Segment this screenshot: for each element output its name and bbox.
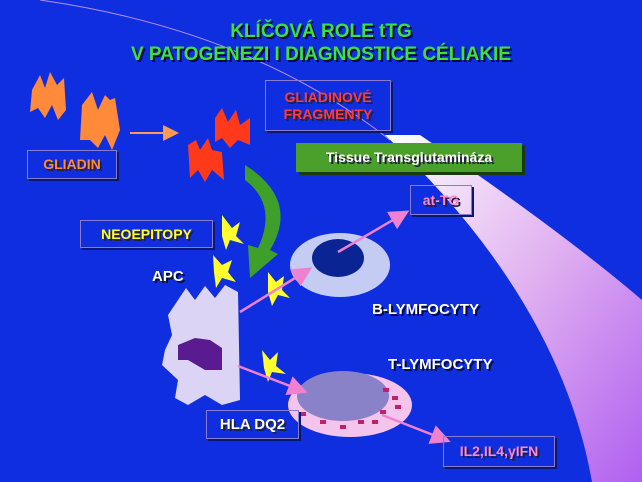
gliadin-molecule: [30, 72, 66, 120]
apc-label: APC: [152, 268, 184, 285]
hla-dq2-label: HLA DQ2: [206, 410, 299, 439]
fragments-line2: FRAGMENTY: [283, 105, 373, 122]
t-lymphocyte-nucleus: [297, 371, 389, 421]
gliadin-fragment: [188, 138, 224, 182]
decorative-arc-line: [39, 0, 391, 141]
arrow-apc-to-t: [237, 364, 308, 395]
cytokines-label: IL2,IL4,γIFN: [443, 436, 555, 467]
arrow-b-to-attg: [337, 210, 410, 254]
apc-nucleus: [178, 338, 222, 370]
lightning-icon: [213, 255, 236, 288]
curved-green-arrow: [245, 165, 281, 278]
fragments-label: GLIADINOVÉ FRAGMENTY: [265, 80, 391, 131]
cytokine-granules: [300, 388, 401, 429]
slide-title-line2: V PATOGENEZI I DIAGNOSTICE CÉLIAKIE: [130, 44, 512, 65]
b-lymphocytes-label: B-LYMFOCYTY: [372, 301, 479, 318]
lightning-icon: [262, 350, 286, 382]
neoepitope-lightning-icons: [213, 215, 290, 382]
fragments-line1: GLIADINOVÉ: [284, 88, 372, 105]
gliadin-fragment: [215, 108, 250, 148]
slide-title-line1: KLÍČOVÁ ROLE tTG: [230, 21, 412, 42]
arrow-t-to-cytokines: [381, 413, 451, 444]
b-lymphocyte-nucleus: [312, 239, 364, 277]
t-lymphocytes-label: T-LYMFOCYTY: [388, 356, 493, 373]
arrow-apc-to-b: [239, 267, 313, 314]
neoepitopy-label: NEOEPITOPY: [80, 220, 213, 248]
enzyme-label: Tissue Transglutamináza: [296, 143, 522, 172]
lightning-icon: [222, 215, 244, 250]
gliadin-label: GLIADIN: [27, 150, 117, 179]
at-tg-label: at-TG: [410, 185, 472, 215]
gliadin-molecule: [80, 92, 120, 150]
decorative-beam: [385, 135, 642, 482]
